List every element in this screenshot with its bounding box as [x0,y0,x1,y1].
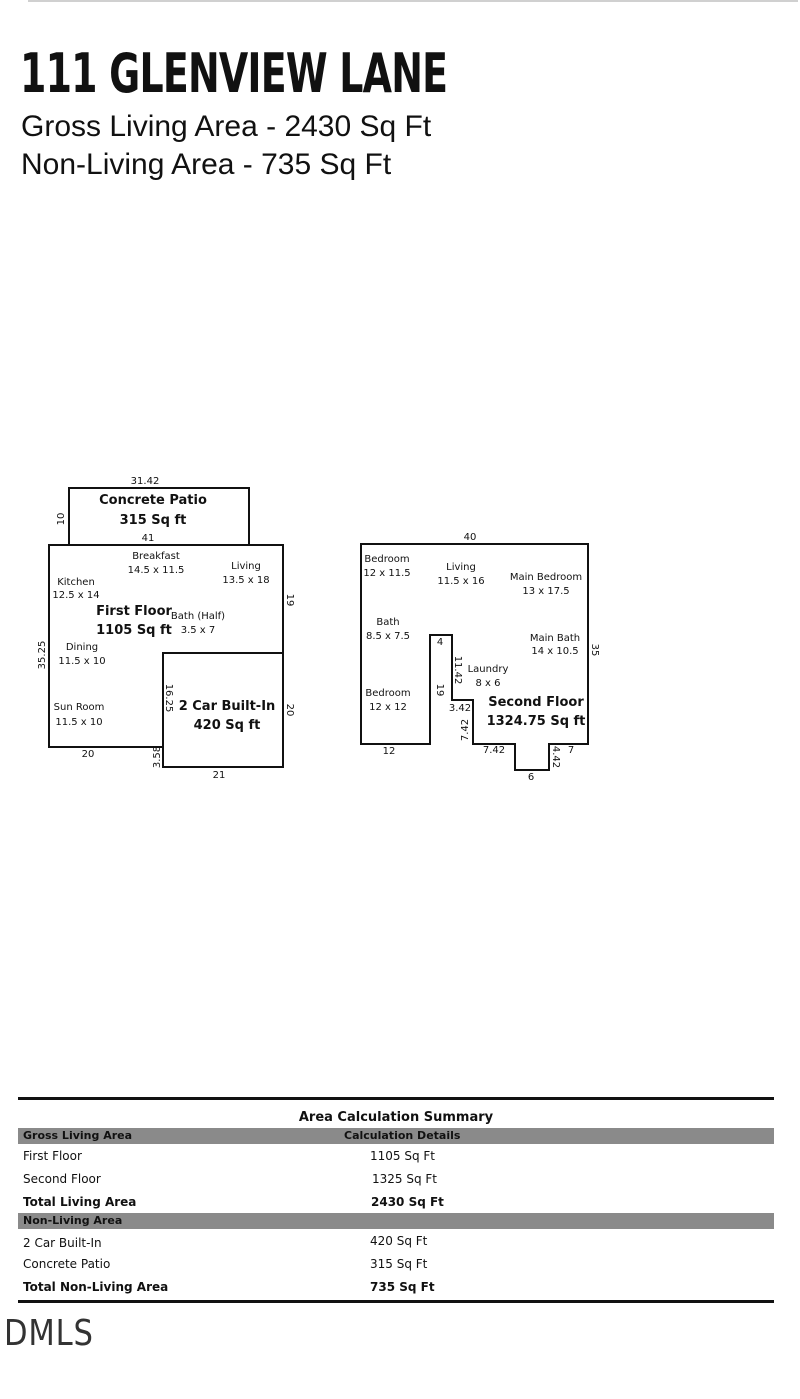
room-name: Main Bedroom [510,572,582,583]
table-row: 2 Car Built-In 420 Sq Ft [18,1229,774,1252]
dimension-label: 19 [284,594,295,607]
room-name: Bedroom [364,554,409,565]
room-name: Living [231,561,261,572]
room-name: Dining [66,642,98,653]
room-dims: 14.5 x 11.5 [128,565,185,576]
room-dims: 12 x 11.5 [363,568,410,579]
room-name: Laundry [468,664,509,675]
room-name: Bath (Half) [171,611,225,622]
room-dims: 12.5 x 14 [52,590,99,601]
dimension-label: 31.42 [131,476,160,487]
dimension-label: 20 [82,749,95,760]
row-value: 1325 Sq Ft [372,1172,438,1186]
dimension-label: 4 [437,637,443,648]
dimension-label: 7.42 [483,745,505,756]
second-floor-outline [360,543,589,771]
dimension-label: 3.58 [152,746,163,768]
row-value: 735 Sq Ft [370,1280,435,1294]
dimension-label: 16.25 [163,684,174,713]
garage-area: 420 Sq ft [194,718,261,733]
room-dims: 8 x 6 [476,678,501,689]
row-label: Total Non-Living Area [23,1280,169,1294]
room-dims: 8.5 x 7.5 [366,631,410,642]
dimension-label: 41 [142,533,155,544]
room-dims: 11.5 x 10 [58,656,105,667]
dimension-label: 3.42 [449,703,471,714]
dimension-label: 21 [213,770,226,781]
first-floor-name: First Floor [96,604,172,619]
dimension-label: 7.42 [460,719,471,741]
total-living-row: Total Living Area 2430 Sq Ft [18,1190,774,1213]
row-value: 420 Sq Ft [370,1234,428,1248]
dimension-label: 20 [284,704,295,717]
area-calculation-summary: Area Calculation Summary Gross Living Ar… [18,1097,774,1303]
dimension-label: 6 [528,772,534,783]
room-name: Breakfast [132,551,180,562]
second-floor-dimensions: 40 35 4 11.42 19 3.42 7.42 12 7.42 7 4.4… [383,532,600,783]
row-value: 315 Sq Ft [370,1257,428,1271]
first-floor-area: 1105 Sq ft [96,623,172,638]
second-floor-name: Second Floor [488,695,584,710]
non-living-area-heading: Non-Living Area - 735 Sq Ft [21,148,392,181]
room-dims: 13 x 17.5 [522,586,569,597]
patio-area: 315 Sq ft [120,513,187,528]
dimension-label: 11.42 [452,656,463,685]
top-divider [28,0,798,2]
table-row: First Floor 1105 Sq Ft [18,1144,774,1167]
row-label: 2 Car Built-In [23,1236,102,1250]
floor-plans: Concrete Patio 315 Sq ft Breakfast 14.5 … [37,476,600,783]
non-living-header: Non-Living Area [23,1214,123,1227]
room-name: Living [446,562,476,573]
dimension-label: 12 [383,746,396,757]
garage-name: 2 Car Built-In [179,699,276,714]
row-value: 2430 Sq Ft [371,1195,444,1209]
dimension-label: 4.42 [550,746,561,768]
gross-living-header-bar: Gross Living Area Calculation Details [18,1128,774,1144]
room-dims: 14 x 10.5 [531,646,578,657]
gross-living-header: Gross Living Area [23,1129,133,1142]
row-value: 1105 Sq Ft [370,1149,436,1163]
first-floor-labels: Concrete Patio 315 Sq ft Breakfast 14.5 … [52,493,275,733]
row-label: Total Living Area [23,1195,137,1209]
room-name: Bath [376,617,399,628]
dimension-label: 35 [589,644,600,657]
gross-living-area-heading: Gross Living Area - 2430 Sq Ft [21,110,432,143]
summary-top-rule [18,1097,774,1100]
page-title: 111 GLENVIEW LANE [20,42,448,105]
total-non-living-row: Total Non-Living Area 735 Sq Ft [18,1275,774,1298]
dmls-logo: DMLS [4,1313,94,1354]
room-name: Main Bath [530,633,580,644]
dimension-label: 19 [434,684,445,697]
patio-name: Concrete Patio [99,493,207,508]
garage-outline [162,652,284,768]
dimension-label: 40 [464,532,477,543]
row-label: Concrete Patio [23,1257,111,1271]
table-row: Second Floor 1325 Sq Ft [18,1167,774,1190]
second-floor-area: 1324.75 Sq ft [487,714,586,729]
row-label: First Floor [23,1149,82,1163]
room-dims: 13.5 x 18 [222,575,269,586]
dimension-label: 10 [56,513,67,526]
calculation-details-header: Calculation Details [344,1129,461,1142]
room-dims: 3.5 x 7 [181,625,216,636]
dimension-label: 35.25 [37,641,48,670]
second-floor-labels: Bedroom 12 x 11.5 Living 11.5 x 16 Main … [363,554,585,729]
non-living-header-bar: Non-Living Area [18,1213,774,1229]
first-floor-dimensions: 31.42 10 41 19 35.25 16.25 20 20 3.58 21 [37,476,295,781]
dimension-label: 7 [568,745,574,756]
room-name: Bedroom [365,688,410,699]
table-row: Concrete Patio 315 Sq Ft [18,1252,774,1275]
room-dims: 12 x 12 [369,702,407,713]
room-name: Kitchen [57,577,95,588]
room-dims: 11.5 x 10 [55,717,102,728]
summary-title: Area Calculation Summary [298,1110,494,1125]
summary-bottom-rule [18,1300,774,1303]
row-label: Second Floor [23,1172,101,1186]
room-name: Sun Room [54,702,105,713]
room-dims: 11.5 x 16 [437,576,484,587]
